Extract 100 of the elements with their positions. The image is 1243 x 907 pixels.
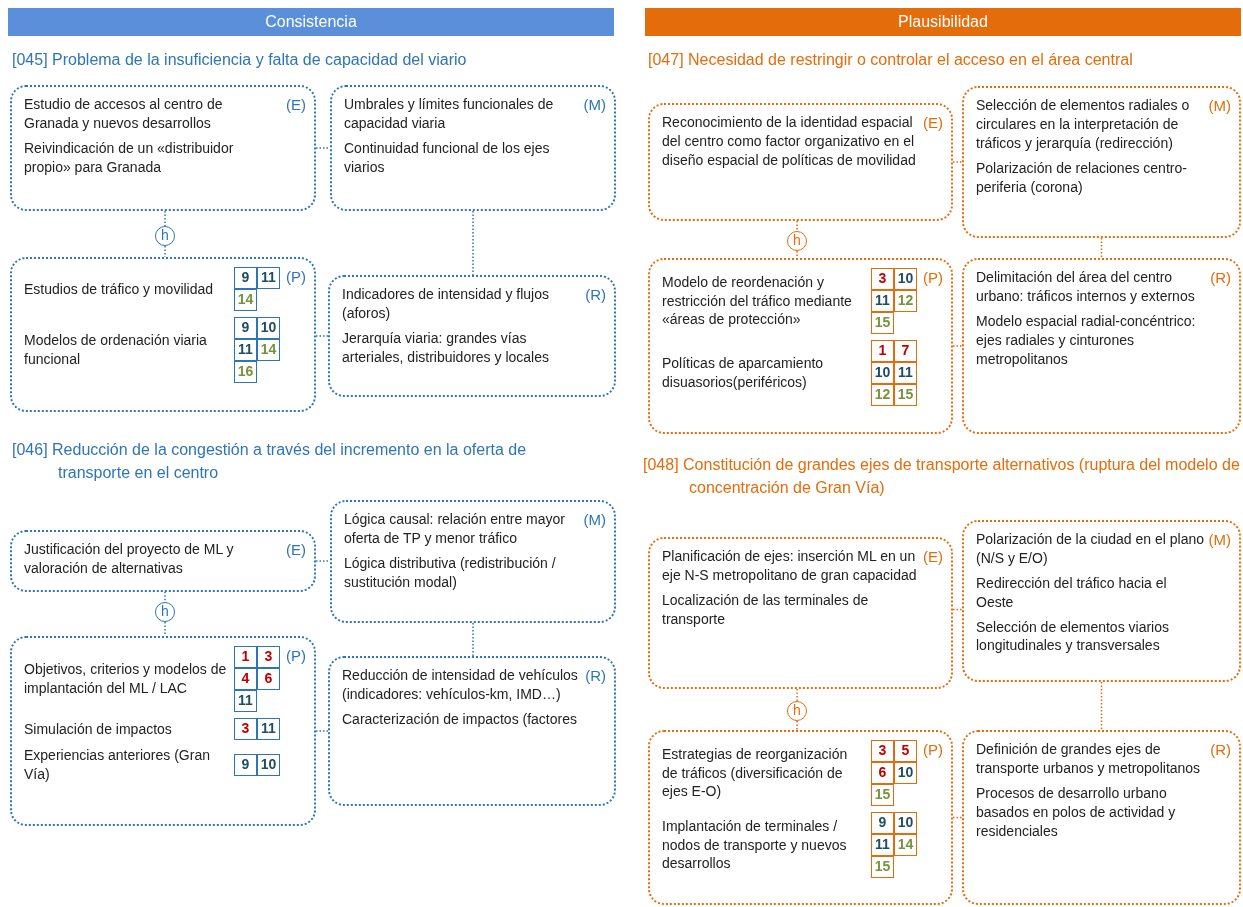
- number-cell: 11: [234, 690, 257, 712]
- concept-box: [962, 258, 1241, 434]
- category-tag: (R): [585, 285, 606, 306]
- concept-box: [10, 85, 316, 211]
- number-cell: 10: [257, 317, 280, 339]
- number-cell: 15: [871, 784, 894, 806]
- category-tag: (R): [1210, 268, 1231, 289]
- box-text: Implantación de terminales / nodos de transporte y nuevos desarrollos: [662, 816, 848, 874]
- number-cell: 15: [871, 312, 894, 334]
- connector-line: [1100, 237, 1103, 259]
- box-text: Reivindicación de un «distribuidor propio» para Granada: [24, 138, 235, 177]
- number-cell: 9: [234, 753, 257, 776]
- box-text: Justificación del proyecto de ML y valoración de alternativas: [24, 540, 235, 578]
- box-text: Localización de las terminales de transporte: [662, 590, 870, 629]
- connector-line: [164, 591, 166, 603]
- box-text: Polarización de la ciudad en el plano (N/S y E/O): [976, 530, 1205, 568]
- circle-marker: h: [155, 226, 175, 246]
- connector-line: [164, 621, 166, 637]
- connector-line: [315, 560, 331, 562]
- box-text: Modelo espacial radial-concéntrico: ejes radiales y cinturones metropolitanos: [976, 311, 1197, 369]
- number-cell: 11: [871, 834, 894, 856]
- number-cell: 5: [894, 740, 917, 762]
- section-heading: [045] Problema de la insuficiencia y falta de capacidad del viario: [12, 50, 468, 70]
- number-cell: 10: [894, 812, 917, 834]
- section-heading: [047] Necesidad de restringir o controlar el acceso en el área central: [648, 50, 1134, 70]
- concept-box: [962, 86, 1241, 238]
- box-text: Lógica causal: relación entre mayor oferta de TP y menor tráfico: [344, 510, 566, 548]
- box-text: Estudio de accesos al centro de Granada y nuevos desarrollos: [24, 95, 224, 133]
- number-cell: 9: [871, 812, 894, 834]
- connector-line: [315, 147, 331, 149]
- box-text: Procesos de desarrollo urbano basados en polos de actividad y residenciales: [976, 783, 1177, 841]
- category-tag: (E): [923, 113, 943, 134]
- concept-box: [10, 636, 316, 826]
- concept-box: [10, 530, 316, 592]
- category-tag: (P): [923, 740, 943, 761]
- number-cell: 11: [871, 290, 894, 312]
- box-text: Continuidad funcional de los ejes viarios: [344, 138, 551, 177]
- number-cell: 7: [894, 340, 917, 362]
- box-text: Objetivos, criterios y modelos de implantación del ML / LAC: [24, 660, 228, 698]
- number-cell: 10: [871, 362, 894, 384]
- concept-box: [648, 537, 953, 689]
- number-cell: 3: [871, 268, 894, 290]
- circle-marker: h: [787, 231, 807, 251]
- number-cell: 12: [894, 290, 917, 312]
- box-text: Experiencias anteriores (Gran Vía): [24, 746, 211, 784]
- concept-box: [330, 85, 616, 211]
- box-text: Selección de elementos viarios longitudinales y transversales: [976, 617, 1170, 656]
- category-tag: (P): [286, 267, 306, 288]
- number-cell: 3: [871, 740, 894, 762]
- section-band: Plausibilidad: [645, 8, 1241, 36]
- category-tag: (E): [286, 95, 306, 116]
- box-text: Planificación de ejes: inserción ML en un eje N-S metropolitano de gran capacidad: [662, 547, 917, 585]
- category-tag: (P): [923, 268, 943, 289]
- category-tag: (M): [583, 95, 606, 116]
- connector-line: [1100, 681, 1103, 731]
- connector-line: [164, 245, 166, 258]
- box-text: Definición de grandes ejes de transporte urbanos y metropolitanos: [976, 740, 1202, 778]
- concept-box: [962, 730, 1241, 905]
- number-cell: 15: [894, 384, 917, 406]
- number-cell: 14: [894, 834, 917, 856]
- box-text: Indicadores de intensidad y flujos (aforos): [342, 285, 551, 323]
- box-text: Jerarquía viaria: grandes vías arteriales, distribuidores y locales: [342, 328, 550, 367]
- box-text: Estrategias de reorganización de tráficos (diversificación de ejes E-O): [662, 744, 849, 802]
- box-text: Reconocimiento de la identidad espacial del centro como factor organizativo en el diseño espacial de políticas de movilidad: [662, 113, 917, 170]
- box-text: Caracterización de impactos (factores: [342, 709, 578, 729]
- category-tag: (R): [1210, 740, 1231, 761]
- number-cell: 15: [871, 856, 894, 878]
- section-heading: [048] Constitución de grandes ejes de transporte alternativos (ruptura del modelo de concentración de Gran Vía): [643, 455, 1241, 499]
- concept-box: [328, 656, 616, 806]
- connector-line: [952, 816, 963, 819]
- circle-marker: h: [155, 602, 175, 622]
- concept-box: [10, 257, 316, 412]
- category-tag: (M): [1208, 96, 1231, 117]
- number-cell: 1: [871, 340, 894, 362]
- connector-line: [952, 345, 963, 347]
- category-tag: (R): [585, 666, 606, 687]
- box-text: Redirección del tráfico hacia el Oeste: [976, 573, 1168, 612]
- number-cell: 1: [234, 646, 257, 668]
- number-cell: 6: [257, 668, 280, 690]
- concept-box: [328, 275, 616, 397]
- number-cell: 11: [257, 267, 280, 289]
- box-text: Delimitación del área del centro urbano: tráficos internos y externos: [976, 268, 1196, 306]
- concept-box: [648, 103, 953, 221]
- number-cell: 3: [234, 718, 257, 740]
- box-text: Selección de elementos radiales o circulares en la interpretación de tráficos y jerarquía (redirección): [976, 96, 1191, 153]
- concept-box: [648, 730, 953, 905]
- connector-line: [315, 335, 329, 337]
- box-text: Polarización de relaciones centro-periferia (corona): [976, 158, 1188, 197]
- category-tag: (E): [286, 540, 306, 561]
- connector-line: [796, 720, 798, 731]
- category-tag: (P): [286, 646, 306, 667]
- number-cell: 10: [257, 753, 280, 776]
- number-cell: 10: [894, 268, 917, 290]
- number-cell: 10: [894, 762, 917, 784]
- box-text: Simulación de impactos: [24, 719, 173, 739]
- number-cell: 14: [257, 339, 280, 361]
- category-tag: (M): [583, 510, 606, 531]
- box-text: Reducción de intensidad de vehículos (indicadores: vehículos-km, IMD…): [342, 666, 579, 704]
- box-text: Modelos de ordenación viaria funcional: [24, 331, 208, 369]
- number-cell: 12: [871, 384, 894, 406]
